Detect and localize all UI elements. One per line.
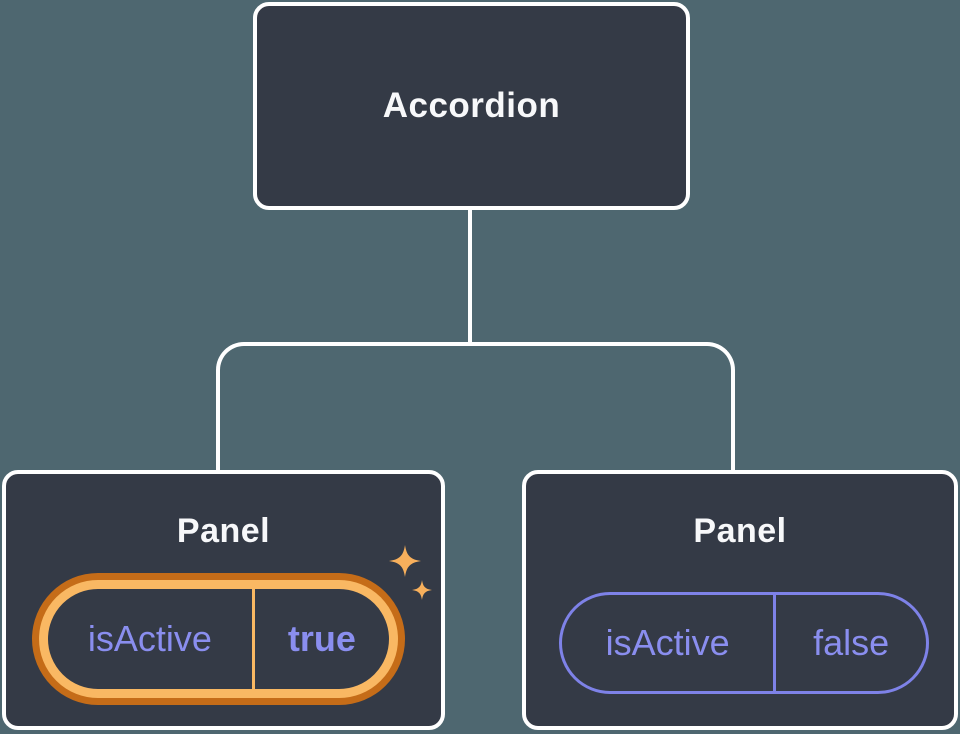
state-value: false <box>813 622 890 663</box>
state-pill-inactive: isActive false <box>559 592 929 694</box>
panel-node-inactive: Panel isActive false <box>522 470 958 730</box>
panel-node-active: Panel isActive true <box>2 470 445 730</box>
panel-title: Panel <box>693 512 787 550</box>
state-divider <box>251 589 255 689</box>
connector-bracket <box>216 342 735 470</box>
state-key: isActive <box>87 618 212 659</box>
accordion-label: Accordion <box>382 86 561 125</box>
state-key: isActive <box>605 622 730 663</box>
state-pill-active: isActive true <box>39 580 398 698</box>
sparkle-icon <box>389 545 421 577</box>
state-value: true <box>287 618 356 659</box>
state-divider <box>773 595 777 691</box>
accordion-node: Accordion <box>253 2 690 210</box>
panel-title: Panel <box>176 512 271 550</box>
connector-stem <box>468 210 472 346</box>
sparkle-icon <box>412 580 432 600</box>
